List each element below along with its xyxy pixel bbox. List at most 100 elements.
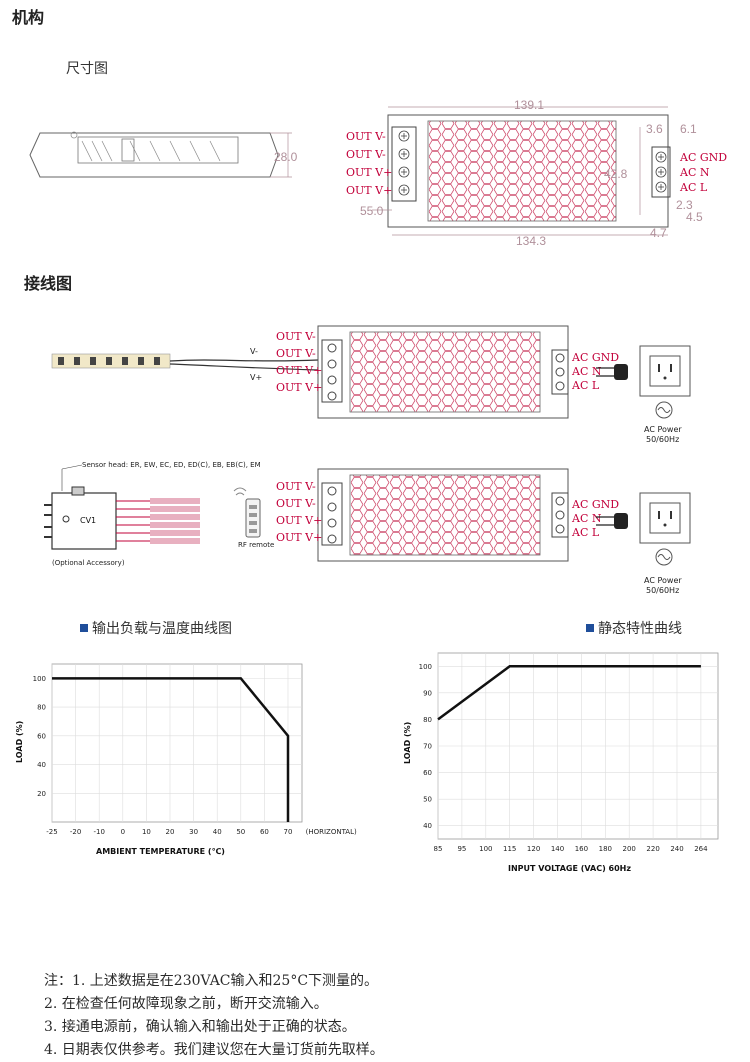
terminal-label-out-4: OUT V+ xyxy=(276,381,322,394)
terminal-label-out-3: OUT V+ xyxy=(276,514,322,527)
section-title-wiring: 接线图 xyxy=(24,274,73,293)
plug-icon xyxy=(596,364,628,380)
ac-frequency-label: 50/60Hz xyxy=(646,435,679,444)
terminal-label-out-1: OUT V- xyxy=(276,330,316,343)
x-tick-label: 95 xyxy=(457,845,466,853)
ac-power-label: AC Power xyxy=(644,425,682,434)
section-title-mechanism: 机构 xyxy=(12,8,45,27)
terminal-label-ac-n: AC N xyxy=(571,512,602,525)
title-square-icon xyxy=(586,624,594,632)
dim-6-1: 6.1 xyxy=(680,122,697,136)
y-axis-label: LOAD (%) xyxy=(15,721,24,763)
led-strip-icon xyxy=(51,353,171,369)
x-tick-label: 240 xyxy=(670,845,683,853)
x-tick-suffix: (HORIZONTAL) xyxy=(306,828,357,836)
x-tick-label: 120 xyxy=(527,845,540,853)
terminal-label-out-3: OUT V+ xyxy=(276,364,322,377)
rf-remote-label: RF remote xyxy=(238,541,274,549)
y-tick-label: 80 xyxy=(37,704,46,712)
wiring-diagram-led-strip: V- V+ OUT V- OUT V- OUT V+ OUT V+ AC GND… xyxy=(51,325,691,444)
y-tick-label: 40 xyxy=(423,822,432,830)
side-view: 28.0 xyxy=(29,131,298,178)
plot-area xyxy=(51,663,303,823)
terminal-label-out-2: OUT V- xyxy=(276,347,316,360)
dim-height: 42.8 xyxy=(604,167,628,181)
y-tick-label: 80 xyxy=(423,716,432,724)
dim-side-height: 28.0 xyxy=(274,150,298,164)
x-tick-label: 100 xyxy=(479,845,492,853)
x-tick-label: 140 xyxy=(551,845,564,853)
plug-icon xyxy=(596,513,628,529)
x-axis-label: AMBIENT TEMPERATURE (℃) xyxy=(96,847,225,856)
note-1: 注：1. 上述数据是在230VAC输入和25°C下测量的。 xyxy=(44,973,379,989)
x-tick-label: 220 xyxy=(646,845,659,853)
y-tick-label: 60 xyxy=(37,732,46,740)
y-tick-label: 60 xyxy=(423,769,432,777)
derating-line xyxy=(52,677,290,822)
wire-label-v-minus: V- xyxy=(250,347,258,356)
terminal-label-ac-gnd: AC GND xyxy=(571,351,619,364)
y-tick-label: 40 xyxy=(37,761,46,769)
subsection-title-dimensions: 尺寸图 xyxy=(66,61,108,77)
terminal-label-ac-gnd: AC GND xyxy=(571,498,619,511)
x-tick-label: 115 xyxy=(503,845,516,853)
top-view: 139.1 42.8 55.0 134.3 3.6 6.1 2.3 4.5 4.… xyxy=(346,98,727,248)
x-tick-label: 40 xyxy=(213,828,222,836)
x-tick-label: 60 xyxy=(260,828,269,836)
terminal-label-out-1: OUT V- xyxy=(346,130,386,143)
x-tick-label: 50 xyxy=(236,828,245,836)
x-tick-label: 20 xyxy=(166,828,175,836)
terminal-label-ac-l: AC L xyxy=(571,526,600,539)
ac-wave-icon xyxy=(655,548,673,566)
x-tick-label: 264 xyxy=(694,845,708,853)
wall-outlet-icon xyxy=(639,492,691,544)
dim-2-3: 2.3 xyxy=(676,198,693,212)
wall-outlet-icon xyxy=(639,345,691,397)
x-tick-label: -25 xyxy=(46,828,57,836)
static-chart-title: 静态特性曲线 xyxy=(586,618,682,638)
x-tick-label: 30 xyxy=(189,828,198,836)
sensor-module: CV1 xyxy=(44,486,200,550)
x-tick-label: 160 xyxy=(575,845,588,853)
note-3: 3. 接通电源前，确认输入和输出处于正确的状态。 xyxy=(44,1019,356,1035)
driver-unit xyxy=(317,468,569,562)
terminal-label-ac-l: AC L xyxy=(571,379,600,392)
x-tick-label: 10 xyxy=(142,828,151,836)
terminal-label-out-4: OUT V+ xyxy=(346,184,392,197)
static-curve-line xyxy=(437,665,701,721)
x-tick-label: 200 xyxy=(623,845,636,853)
ac-wave-icon xyxy=(655,401,673,419)
terminal-label-out-2: OUT V- xyxy=(346,148,386,161)
ac-frequency-label: 50/60Hz xyxy=(646,586,679,595)
note-2: 2. 在检查任何故障现象之前，断开交流输入。 xyxy=(44,996,328,1012)
y-tick-label: 100 xyxy=(419,663,432,671)
derating-chart-title-text: 输出负载与温度曲线图 xyxy=(92,621,232,637)
dim-4-5: 4.5 xyxy=(686,210,703,224)
dimension-drawing: 28.0 139.1 42.8 55.0 134.3 3.6 xyxy=(29,98,727,248)
terminal-label-out-4: OUT V+ xyxy=(276,531,322,544)
terminal-label-ac-n: AC N xyxy=(679,166,710,179)
terminal-label-out-3: OUT V+ xyxy=(346,166,392,179)
y-tick-label: 100 xyxy=(33,675,46,683)
sensor-head-label: Sensor head: ER, EW, EC, ED, ED(C), EB, … xyxy=(82,461,261,469)
terminal-label-out-1: OUT V- xyxy=(276,480,316,493)
dim-top-length: 139.1 xyxy=(514,98,544,112)
driver-unit xyxy=(317,325,569,419)
x-tick-label: -20 xyxy=(70,828,81,836)
wire-label-v-plus: V+ xyxy=(250,373,262,382)
y-axis-label: LOAD (%) xyxy=(403,722,412,764)
y-tick-label: 20 xyxy=(37,790,46,798)
terminal-label-ac-n: AC N xyxy=(571,365,602,378)
x-tick-label: 85 xyxy=(434,845,443,853)
note-4: 4. 日期表仅供参考。我们建议您在大量订货前先取样。 xyxy=(44,1042,384,1058)
dim-3-6: 3.6 xyxy=(646,122,663,136)
y-tick-label: 90 xyxy=(423,689,432,697)
static-chart-title-text: 静态特性曲线 xyxy=(598,621,682,637)
ac-power-label: AC Power xyxy=(644,576,682,585)
terminal-label-ac-l: AC L xyxy=(679,181,708,194)
x-axis-label: INPUT VOLTAGE (VAC) 60Hz xyxy=(508,864,631,873)
x-tick-label: -10 xyxy=(93,828,104,836)
title-square-icon xyxy=(80,624,88,632)
